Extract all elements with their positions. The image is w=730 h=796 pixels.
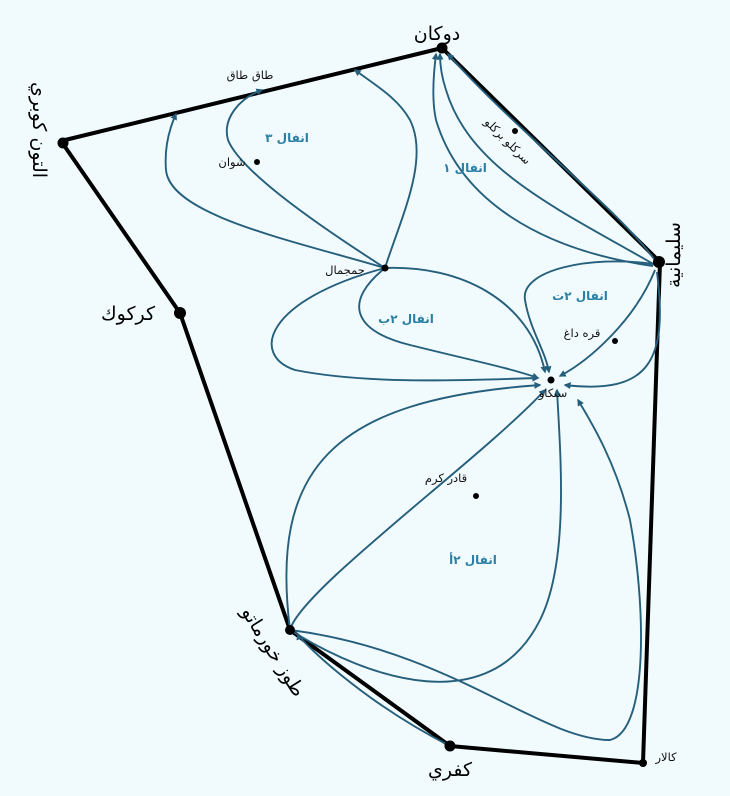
sargalu-label: سركلو بركلو	[480, 114, 533, 167]
route-anfal1-c	[431, 52, 654, 267]
chamchamal-marker	[381, 264, 389, 272]
route-anfal2a-d	[289, 398, 642, 741]
anfal-2t-label: انفال ٢ت	[552, 289, 608, 303]
route-anfal2t-b	[558, 269, 656, 377]
route-anfal3-c	[353, 69, 418, 269]
sulaymaniyah-marker	[653, 256, 665, 268]
route-anfal2a-e	[296, 632, 451, 747]
altun-kupri-label: التون كوبري	[28, 82, 50, 178]
qadir-karam-label: قادر كرم	[425, 471, 467, 486]
kirkuk-label: كركوك	[101, 303, 156, 325]
sangaw-marker	[547, 376, 555, 384]
route-anfal3-b	[225, 88, 386, 269]
route-anfal3-a	[164, 112, 386, 269]
dukan-label: دوكان	[414, 23, 460, 45]
kifri-label: كفري	[428, 759, 473, 781]
route-anfal2a-a	[285, 381, 542, 631]
region-border	[59, 46, 662, 765]
route-anfal2b-c	[384, 266, 548, 374]
route-anfal2t-c	[563, 271, 661, 390]
route-anfal2a-b	[289, 388, 546, 631]
dukan-marker	[436, 42, 448, 54]
chamchamal-label: جمجمال	[325, 263, 365, 277]
sangaw-label: سنكاو	[538, 386, 568, 401]
shwan-label: شوان	[218, 155, 245, 170]
kifri-marker	[444, 740, 456, 752]
anfal-1-label: انفال ١	[443, 161, 487, 175]
anfal-2b-label: انفال ٢ب	[378, 312, 434, 326]
taq-taq-label: طاق طاق	[227, 68, 274, 82]
tuz-khurmatu-marker	[285, 625, 295, 635]
route-anfal2t-a	[524, 260, 654, 374]
city-markers	[57, 42, 665, 767]
anfal-2a-label: انفال ٢أ	[449, 552, 497, 567]
kalar-marker	[639, 759, 647, 767]
anfal-3-label: انفال ٣	[265, 131, 309, 145]
shwan-marker	[254, 159, 260, 165]
qaradagh-marker	[612, 338, 618, 344]
sargalu-marker	[512, 128, 518, 134]
route-anfal2b-a	[270, 267, 540, 382]
qadir-karam-marker	[473, 493, 479, 499]
town-markers	[254, 128, 618, 499]
route-anfal2b-b	[358, 267, 540, 380]
route-anfal1-b	[436, 52, 656, 266]
kalar-label: كالار	[654, 750, 677, 765]
kirkuk-marker	[174, 307, 186, 319]
route-lines	[164, 52, 661, 747]
qaradagh-label: قره داغ	[564, 326, 601, 341]
altun-kupri-marker	[57, 137, 69, 149]
route-anfal1-a	[447, 52, 658, 264]
tuz-khurmatu-label: طوز خورماتو	[236, 602, 309, 701]
route-anfal2a-c	[289, 388, 562, 683]
sulaymaniyah-label: سليمانية	[663, 222, 685, 288]
